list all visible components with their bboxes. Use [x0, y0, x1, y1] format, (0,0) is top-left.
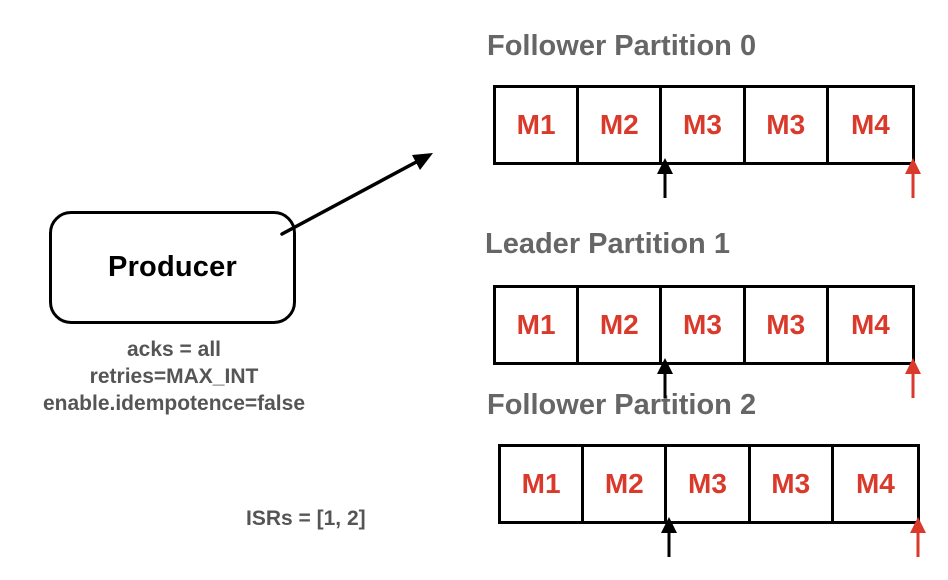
partition-0-message-2: M2	[579, 88, 663, 162]
partition-2-message-3: M3	[667, 447, 751, 521]
partition-1-message-1: M1	[496, 288, 580, 362]
partition-1-title: Leader Partition 1	[485, 228, 730, 260]
partition-0-message-1: M1	[496, 88, 580, 162]
partition-2-message-5: M4	[855, 468, 895, 499]
partition-0-message-5: M4	[850, 109, 890, 140]
partition-1-log-end-offset-arrow	[905, 358, 921, 398]
producer-config: acks = all retries=MAX_INT enable.idempo…	[0, 336, 348, 417]
partition-2-title: Follower Partition 2	[487, 389, 757, 421]
producer-send-arrow	[280, 153, 433, 236]
partition-0-title: Follower Partition 0	[487, 30, 757, 62]
producer-box: Producer	[49, 211, 296, 324]
partition-2-high-watermark-arrow	[661, 517, 677, 557]
partition-1-message-4: M3	[746, 288, 829, 362]
partition-2-row: M1 M2 M3 M3 M4	[498, 444, 920, 524]
config-idempotence: enable.idempotence=false	[42, 392, 306, 415]
partition-0-row: M1 M2 M3 M3 M4	[493, 85, 915, 165]
partition-0-message-3: M3	[662, 88, 746, 162]
partition-2-message-1: M1	[501, 447, 585, 521]
config-acks: acks = all	[127, 338, 221, 361]
partition-1-message-5: M4	[850, 309, 890, 340]
partition-2-message-4: M3	[751, 447, 834, 521]
partition-1-message-2: M2	[579, 288, 663, 362]
partition-0-high-watermark-arrow	[657, 158, 673, 198]
partition-2-log-end-offset-arrow	[910, 517, 926, 557]
partition-1-row: M1 M2 M3 M3 M4	[493, 285, 915, 365]
partition-1-high-watermark-arrow	[657, 358, 673, 398]
partition-0-message-4: M3	[746, 88, 829, 162]
isrs-label: ISRs = [1, 2]	[246, 507, 366, 530]
partition-1-message-3: M3	[662, 288, 746, 362]
partition-0-log-end-offset-arrow	[905, 158, 921, 198]
config-retries: retries=MAX_INT	[89, 365, 259, 388]
partition-2-message-2: M2	[584, 447, 668, 521]
producer-label: Producer	[108, 251, 237, 283]
